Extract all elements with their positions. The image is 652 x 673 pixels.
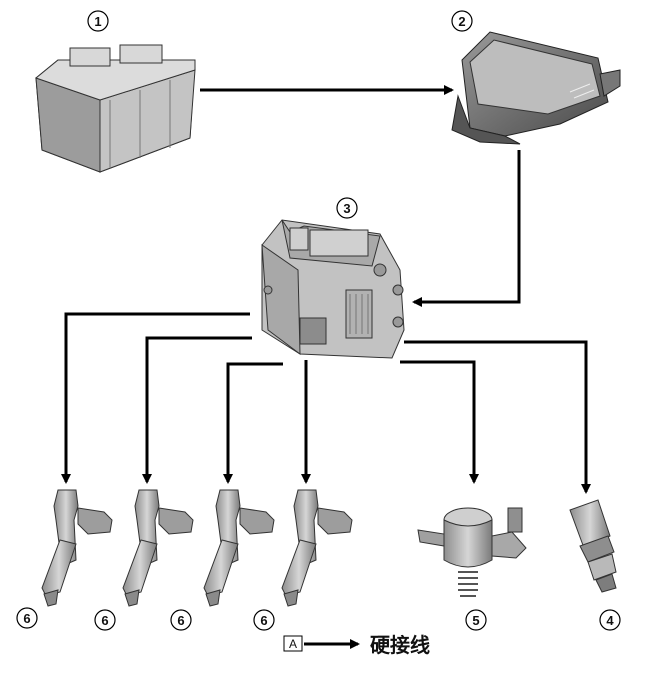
wire-ecu-to-sensor: [404, 340, 591, 494]
connection-lines: [61, 85, 591, 494]
wire-ecu-to-injector-3: [223, 362, 283, 484]
component-number-6-label: 6: [23, 611, 30, 626]
wire-fusebox-to-ecu: [412, 150, 521, 307]
component-number-6-label: 6: [260, 613, 267, 628]
component-number-5-label: 5: [472, 613, 479, 628]
component-number-1-label: 1: [94, 14, 101, 29]
component-number-4: 4: [599, 609, 621, 631]
legend: A 硬接线: [283, 633, 430, 657]
fuel-injector-icon: [41, 489, 113, 607]
component-number-6: 6: [16, 607, 38, 629]
fuel-injector-icon: [281, 489, 353, 607]
high-pressure-pump-icon: [417, 507, 527, 597]
wire-ecu-to-injector-2: [142, 336, 252, 484]
component-number-6: 6: [170, 609, 192, 631]
battery-icon: [34, 44, 196, 173]
component-number-2-label: 2: [458, 14, 465, 29]
component-number-3-label: 3: [343, 201, 350, 216]
wire-ecu-to-injector-1: [61, 312, 250, 484]
legend-letter: A: [289, 637, 297, 651]
component-number-3: 3: [336, 197, 358, 219]
component-number-1: 1: [87, 10, 109, 32]
fuse-box-icon: [451, 31, 621, 145]
pressure-sensor-icon: [569, 499, 617, 593]
component-number-6: 6: [253, 609, 275, 631]
component-number-5: 5: [465, 609, 487, 631]
component-number-6-label: 6: [177, 613, 184, 628]
fuel-injector-icon: [122, 489, 194, 607]
component-number-6-label: 6: [101, 613, 108, 628]
component-number-6: 6: [94, 609, 116, 631]
component-number-4-label: 4: [606, 613, 614, 628]
component-number-2: 2: [451, 10, 473, 32]
legend-label: 硬接线: [370, 633, 430, 657]
wire-ecu-to-pump: [400, 360, 479, 484]
legend-box: [283, 635, 303, 652]
fuel-injector-icon: [203, 489, 275, 607]
ecu-icon: [261, 219, 405, 359]
